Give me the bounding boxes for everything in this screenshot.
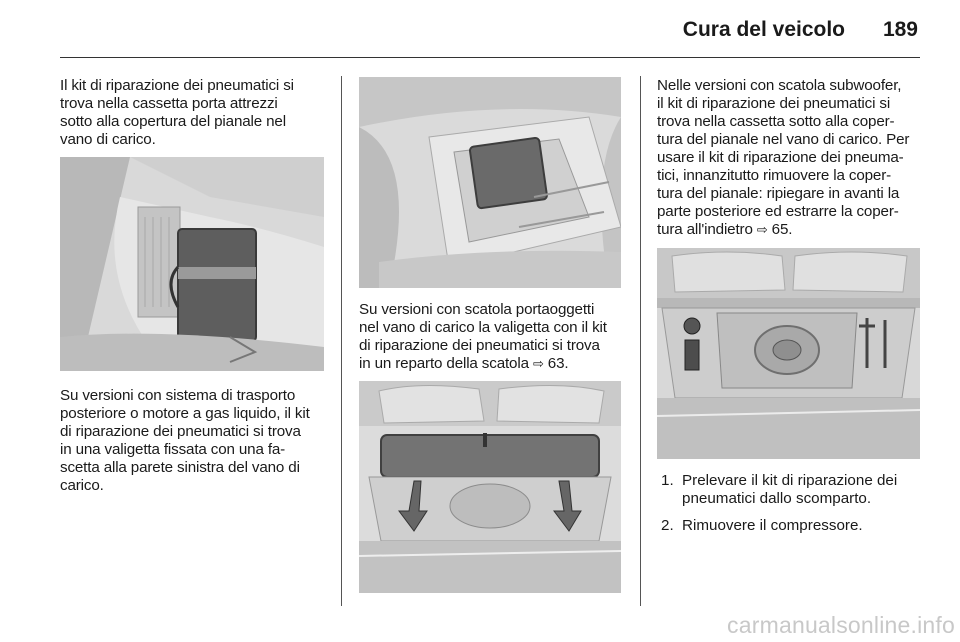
text-line: in una valigetta fissata con una fa- <box>60 441 286 458</box>
text-line: Nelle versioni con scatola subwoofer, <box>657 77 902 94</box>
text-line: Rimuovere il compressore. <box>682 517 863 534</box>
col1-intro-paragraph: Il kit di riparazione dei pneumatici si … <box>60 77 294 149</box>
text-line: tici, innanzitutto rimuovere la coper- <box>657 167 892 184</box>
text-line: vano di carico. <box>60 131 156 148</box>
photo-trunk-toolcase <box>60 157 324 371</box>
page-reference-number: 63. <box>547 355 569 372</box>
text-line: tura del pianale: ripiegare in avanti la <box>657 185 900 202</box>
step-number: 1. <box>661 472 674 489</box>
page-reference-icon: ⇨ <box>532 356 544 371</box>
photo-subwoofer-compartment <box>657 248 920 459</box>
text-line: di riparazione dei pneumatici si trova <box>60 423 301 440</box>
text-fragment: in un reparto della scatola <box>359 355 533 372</box>
text-line: Il kit di riparazione dei pneumatici si <box>60 77 294 94</box>
text-line: Su versioni con scatola portaoggetti <box>359 301 595 318</box>
text-line: scetta alla parete sinistra del vano di <box>60 459 300 476</box>
photo-storage-box-lid <box>359 381 621 593</box>
col2-body-paragraph: Su versioni con scatola portaoggetti nel… <box>359 301 607 373</box>
text-line: nel vano di carico la valigetta con il k… <box>359 319 607 336</box>
list-item: 1. Prelevare il kit di riparazione dei p… <box>657 472 920 508</box>
page-header-title: Cura del veicolo <box>682 18 845 41</box>
text-line: Su versioni con sistema di trasporto <box>60 387 296 404</box>
text-line: il kit di riparazione dei pneumatici si <box>657 95 891 112</box>
text-line: posteriore o motore a gas liquido, il ki… <box>60 405 310 422</box>
text-line: trova nella cassetta sotto alla coper- <box>657 113 895 130</box>
text-line: tura del pianale nel vano di carico. Per <box>657 131 910 148</box>
text-fragment: tura all'indietro <box>657 221 757 238</box>
watermark: carmanualsonline.info <box>727 612 955 638</box>
step-number: 2. <box>661 517 674 534</box>
header-divider <box>60 57 920 58</box>
col1-body-paragraph: Su versioni con sistema di trasporto pos… <box>60 387 310 495</box>
text-line: Prelevare il kit di riparazione dei <box>682 472 898 489</box>
text-line: pneumatici dallo scomparto. <box>682 490 872 507</box>
page-reference-icon: ⇨ <box>756 222 768 237</box>
text-line: usare il kit di riparazione dei pneuma- <box>657 149 904 166</box>
list-item: 2. Rimuovere il compressore. <box>657 517 920 535</box>
text-line: parte posteriore ed estrarre la coper- <box>657 203 899 220</box>
col3-body-paragraph: Nelle versioni con scatola subwoofer, il… <box>657 77 909 239</box>
text-line: sotto alla copertura del pianale nel <box>60 113 286 130</box>
text-line-with-reference: tura all'indietro ⇨ 65. <box>657 221 909 239</box>
text-line-with-reference: in un reparto della scatola ⇨ 63. <box>359 355 607 373</box>
text-line: carico. <box>60 477 104 494</box>
photo-storage-box <box>359 77 621 288</box>
page-number: 189 <box>882 18 918 41</box>
text-line: trova nella cassetta porta attrezzi <box>60 95 278 112</box>
column-divider-2 <box>640 76 641 606</box>
text-line: di riparazione dei pneumatici si trova <box>359 337 600 354</box>
page-reference-number: 65. <box>771 221 793 238</box>
column-divider-1 <box>341 76 342 606</box>
instruction-steps-list: 1. Prelevare il kit di riparazione dei p… <box>657 472 920 544</box>
